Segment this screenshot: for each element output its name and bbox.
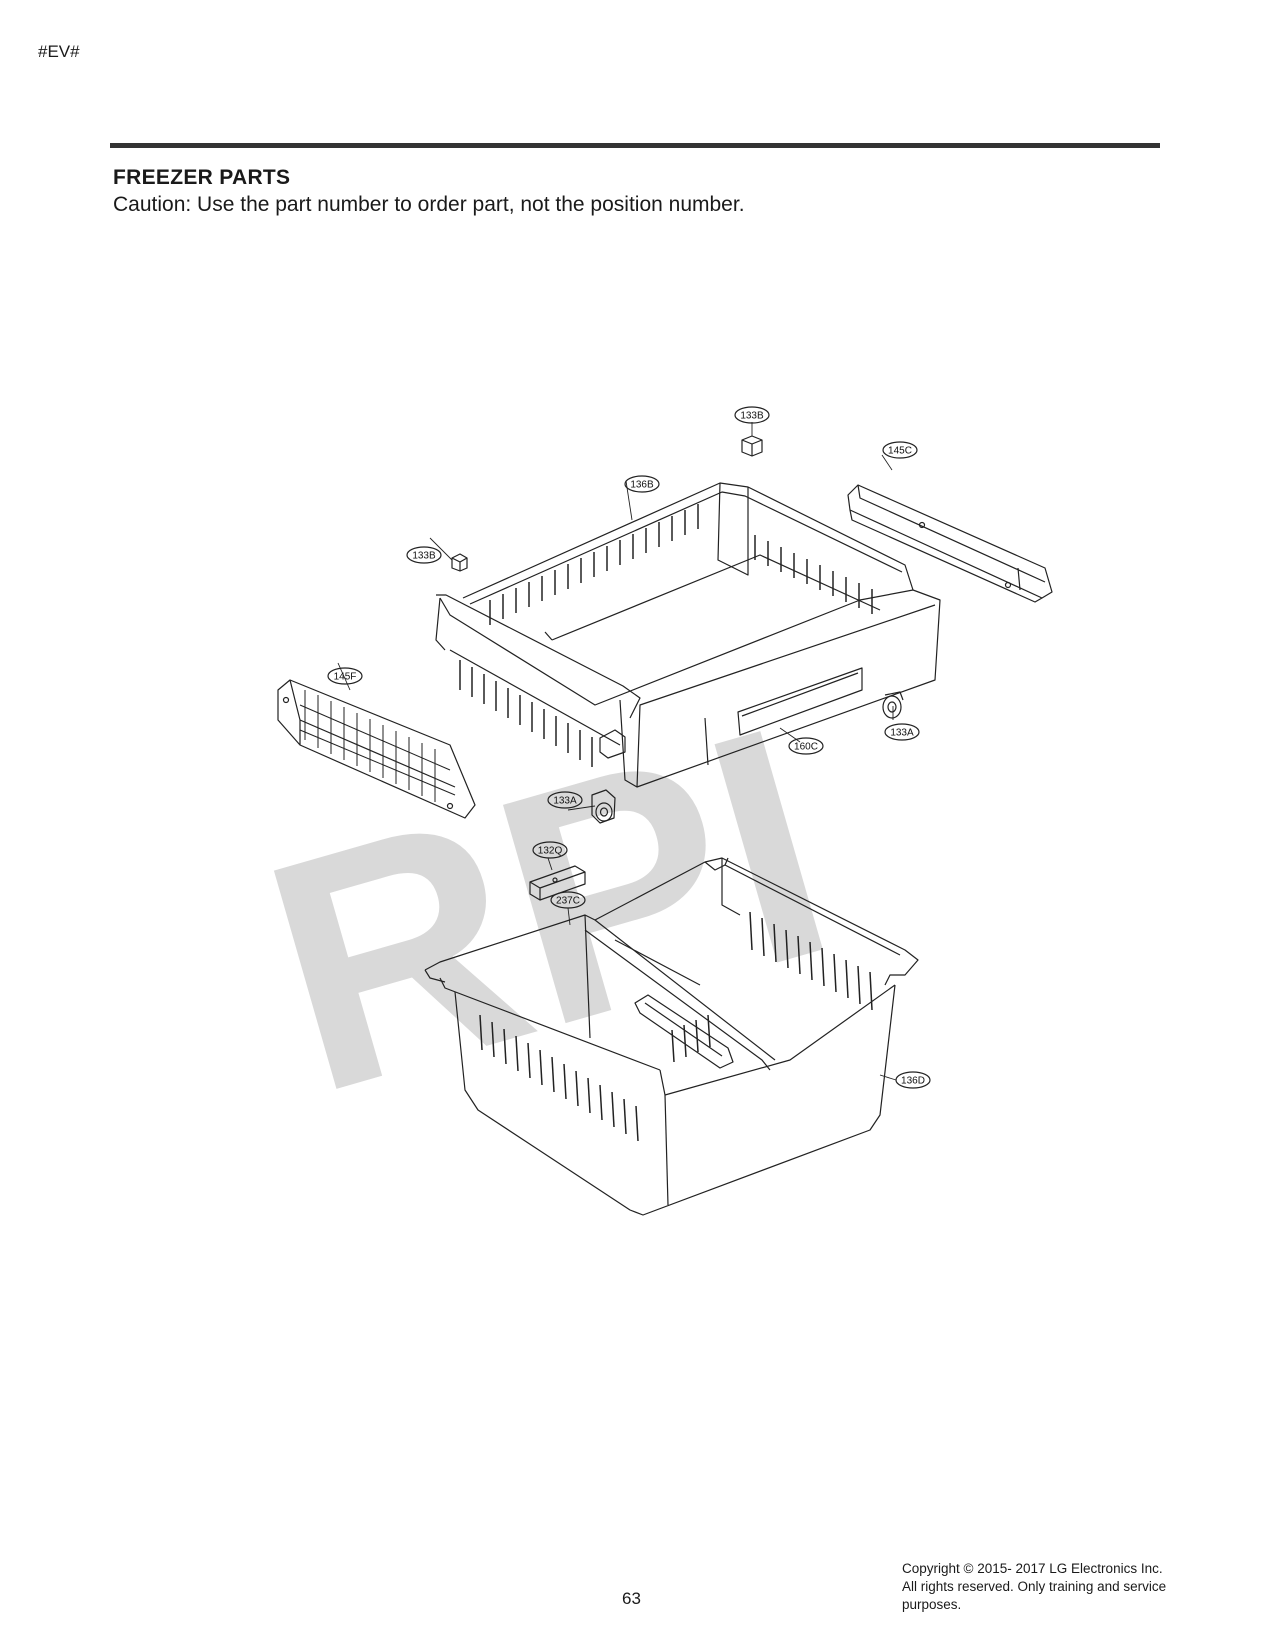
clip-133b-top [741,435,763,457]
callout-133b-left: 133B [412,551,436,562]
callout-160c: 160C [794,742,818,753]
leader-lines [337,422,897,1081]
bracket-132q [529,865,586,901]
copyright-notice: Copyright © 2015- 2017 LG Electronics In… [902,1560,1232,1614]
callout-136d: 136D [901,1076,925,1087]
upper-freezer-drawer [435,482,941,788]
page-title: FREEZER PARTS [113,166,291,189]
callout-132q: 132Q [538,846,563,857]
roller-133a-mid [591,789,616,824]
lower-freezer-basket [424,857,919,1216]
clip-133b-left [451,553,468,572]
callout-145c: 145C [888,446,912,457]
callout-133b-top: 133B [740,411,764,422]
callout-133a-right: 133A [890,728,914,739]
copyright-line: purposes. [902,1597,962,1612]
header-mark: #EV# [38,42,80,61]
callout-labels: 133B 145C 136B 133B 145F 133A 160C 133A … [334,411,925,1087]
rail-145f [277,679,476,819]
page-number: 63 [622,1589,641,1608]
callout-237c: 237C [556,896,580,907]
title-rule [110,143,1160,148]
rail-145c [847,484,1053,603]
callout-ovals [327,406,931,1089]
copyright-line: All rights reserved. Only training and s… [902,1579,1167,1594]
callout-133a-mid: 133A [553,796,577,807]
callout-145f: 145F [334,672,357,683]
copyright-line: Copyright © 2015- 2017 LG Electronics In… [902,1561,1163,1576]
caution-text: Caution: Use the part number to order pa… [113,193,745,216]
callout-136b: 136B [630,480,654,491]
